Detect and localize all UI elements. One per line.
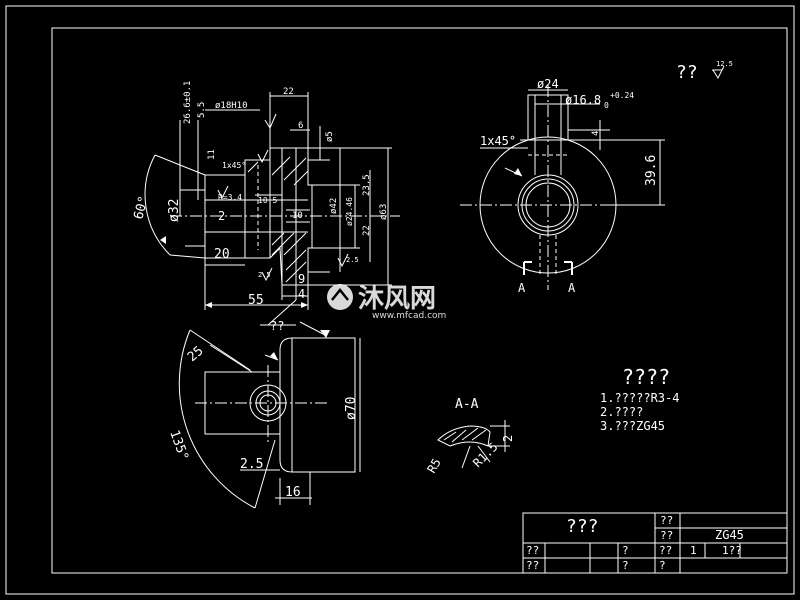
- dim-d24: ø24: [537, 77, 559, 91]
- section-mark-a-right: A: [568, 281, 576, 295]
- roughness-note: ??: [676, 62, 698, 83]
- watermark: 沐风网 www.mfcad.com: [327, 284, 446, 321]
- front-hatching: [247, 156, 309, 283]
- dim-hole-18h10: ø18H10: [215, 101, 248, 111]
- dim-22-vert: 22: [362, 225, 372, 236]
- title-cell-r4a: ??: [526, 559, 539, 572]
- bottom-flange: [279, 337, 356, 473]
- dim-d42: ø42: [329, 198, 339, 214]
- dim-tol-lower: 0: [604, 101, 609, 110]
- dim-chamfer: 1x45°: [222, 161, 246, 170]
- dim-26-6: 26.6±0.1: [183, 81, 193, 124]
- bottom-view: ?? 25 ø70 135° 2.5 16: [166, 319, 361, 509]
- bottom-angle-arc: [178, 329, 256, 509]
- front-body-outline: [204, 147, 313, 286]
- dim-d24-46: ø24.46: [345, 197, 354, 226]
- dim-22: 22: [283, 87, 294, 97]
- title-cell-r3a: ??: [526, 544, 539, 557]
- dim-chamfer-side: 1x45°: [480, 134, 516, 148]
- dim-2-5: 2.5: [240, 457, 263, 472]
- title-cell-r4c: ?: [659, 559, 666, 572]
- title-cell-r3b: ?: [622, 544, 629, 557]
- dim-20: 20: [214, 247, 230, 262]
- bottom-view-label: ??: [270, 319, 284, 333]
- technical-notes: ???? 1.?????R3-4 2.???? 3.???ZG45: [600, 365, 679, 433]
- title-cell-r2: ??: [660, 529, 673, 542]
- notes-line-3: 3.???ZG45: [600, 419, 665, 433]
- dim-6: 6: [298, 121, 303, 131]
- dim-10: 10: [292, 211, 303, 221]
- rough-2-5-a: 2.5: [258, 271, 271, 279]
- title-material: ZG45: [715, 528, 744, 542]
- section-title: A-A: [455, 397, 479, 412]
- watermark-brand: 沐风网: [358, 284, 436, 314]
- dim-39-6: 39.6: [644, 155, 659, 186]
- notes-line-1: 1.?????R3-4: [600, 391, 679, 405]
- dim-4-side: 4: [591, 131, 601, 136]
- dim-135: 135°: [166, 428, 191, 463]
- watermark-url: www.mfcad.com: [372, 311, 446, 321]
- title-block-name: ???: [566, 516, 599, 537]
- title-cell-r3d: 1: [690, 544, 697, 557]
- dim-16: 16: [285, 485, 301, 500]
- roughness-value: 12.5: [716, 60, 733, 68]
- section-dim-r5: R5: [424, 456, 443, 476]
- dim-r3-4: R=3.4: [218, 193, 242, 202]
- notes-line-2: 2.????: [600, 405, 643, 419]
- section-mark-a-left: A: [518, 281, 526, 295]
- title-cell-r1: ??: [660, 514, 673, 527]
- dim-angle-60: 60°: [131, 194, 152, 221]
- title-cell-r4b: ?: [622, 559, 629, 572]
- dim-55: 55: [248, 293, 264, 308]
- dim-d63: ø63: [379, 204, 389, 220]
- dim-2: 2: [218, 209, 225, 223]
- dim-11: 11: [207, 149, 217, 160]
- title-cell-r3e: 1??: [722, 544, 742, 557]
- front-view: 22 6 26.6±0.1 5.5 ø18H10 11 1x45° R=3.4 …: [131, 81, 400, 326]
- dim-23-5: 23.5: [362, 174, 372, 196]
- title-cell-r3c: ??: [659, 544, 672, 557]
- section-profile: [437, 425, 491, 447]
- section-dim-r1-5: R1.5: [470, 440, 500, 470]
- outer-border: [5, 5, 795, 595]
- inner-frame: [51, 27, 788, 574]
- dim-25: 25: [185, 344, 207, 366]
- dim-10-5: 10.5: [258, 196, 277, 205]
- notes-title: ????: [622, 365, 670, 389]
- dim-tol-upper: +0.24: [610, 91, 634, 100]
- section-dim-2: 2: [501, 435, 515, 442]
- dim-d32: ø32: [167, 199, 182, 222]
- watermark-logo-icon: [327, 284, 353, 310]
- dim-d5: ø5: [325, 131, 335, 142]
- roughness-symbol-icon: [712, 65, 725, 80]
- dim-5-5: 5.5: [197, 102, 207, 118]
- dim-d16-8: ø16.8: [565, 93, 601, 107]
- rough-2-5-b: 2.5: [346, 256, 359, 264]
- angle-arc: [144, 154, 171, 256]
- side-view: ø24 ø16.8 +0.24 0 1x45° 4 39.6 A A: [460, 77, 665, 295]
- dim-4: 4: [298, 287, 305, 301]
- section-a-a: A-A 2 R5 R1.5: [424, 397, 515, 476]
- title-block: ??? ?? ?? ZG45 ?? ? ?? 1 1?? ?? ? ?: [522, 512, 788, 574]
- dim-d70: ø70: [344, 397, 359, 420]
- dim-9: 9: [298, 272, 305, 286]
